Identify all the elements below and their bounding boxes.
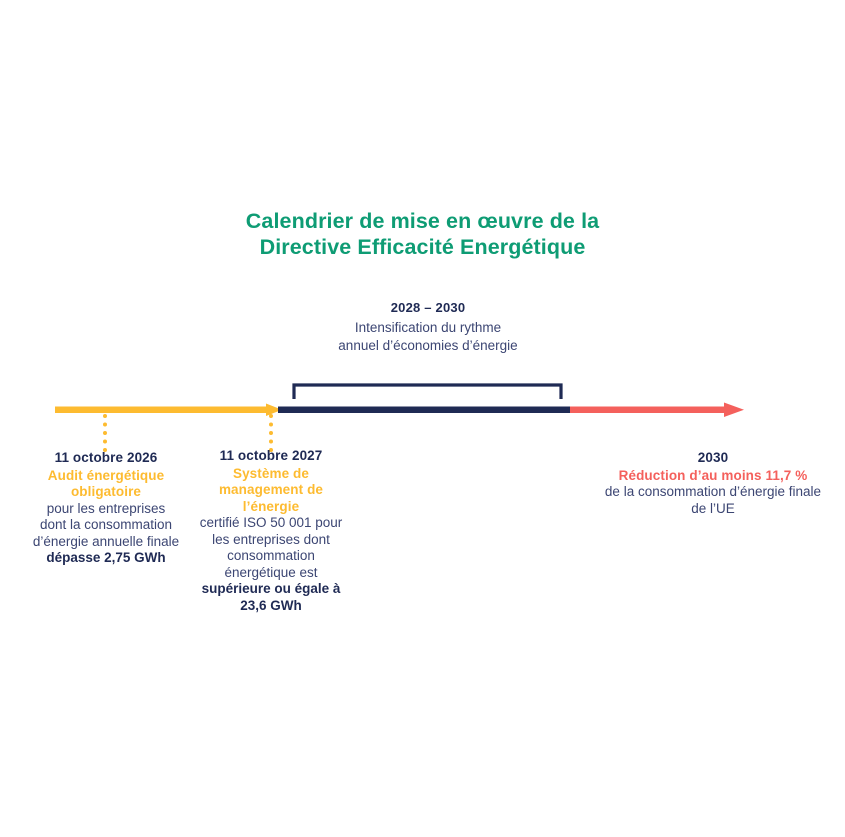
milestone-2027-accent-line-1: Système de (232, 465, 310, 481)
page-title-line-2: Directive Efficacité Energétique (259, 235, 586, 259)
milestone-2030-accent-line-1: Réduction d’au moins 11,7 % (618, 467, 808, 483)
page-title-line-1: Calendrier de mise en œuvre de la (245, 209, 600, 233)
milestone-2030-date: 2030 (697, 450, 729, 465)
bracket-caption: 2028 – 2030 Intensification du rythme an… (293, 299, 563, 355)
milestone-2026-date: 11 octobre 2026 (54, 450, 158, 465)
timeline-axis (55, 402, 744, 417)
milestone-2026-body: pour les entreprises dont la consommatio… (32, 501, 180, 567)
milestone-2027: 11 octobre 2027 Système de management de… (197, 448, 345, 614)
milestone-2027-date: 11 octobre 2027 (219, 448, 323, 463)
milestone-2026-accent-line-1: Audit énergétique (47, 467, 165, 483)
timeline-segment-navy (278, 406, 570, 413)
timeline-segment-yellow (55, 403, 282, 416)
connector-dotted-2026 (103, 414, 111, 452)
bracket-caption-heading: 2028 – 2030 (390, 300, 466, 315)
milestone-2026: 11 octobre 2026 Audit énergétique obliga… (32, 450, 180, 567)
milestone-2030-body: de la consommation d’énergie finale de l… (604, 484, 822, 516)
connector-dotted-2027 (269, 414, 277, 452)
milestone-2026-accent-line-2: obligatoire (70, 484, 142, 499)
milestone-2027-accent-line-3: l’énergie (242, 498, 300, 514)
milestone-2027-body-strong: supérieure ou égale à 23,6 GWh (201, 581, 341, 613)
milestone-2030: 2030 Réduction d’au moins 11,7 % de la c… (603, 450, 823, 517)
milestone-2027-body-prefix: certifié ISO 50 001 pour les entreprises… (199, 515, 343, 580)
bracket-caption-line-1: Intensification du rythme (354, 320, 502, 335)
bracket-caption-line-2: annuel d’économies d’énergie (338, 338, 518, 353)
period-bracket-icon (292, 383, 563, 399)
milestone-2027-accent-line-2: management de (218, 482, 324, 497)
milestone-2027-body: certifié ISO 50 001 pour les entreprises… (197, 515, 345, 614)
milestone-2026-body-prefix: pour les entreprises dont la consommatio… (32, 500, 180, 549)
page-title: Calendrier de mise en œuvre de la Direct… (0, 208, 845, 260)
timeline-segment-coral (570, 402, 744, 417)
milestone-2026-body-strong: dépasse 2,75 GWh (46, 550, 166, 565)
